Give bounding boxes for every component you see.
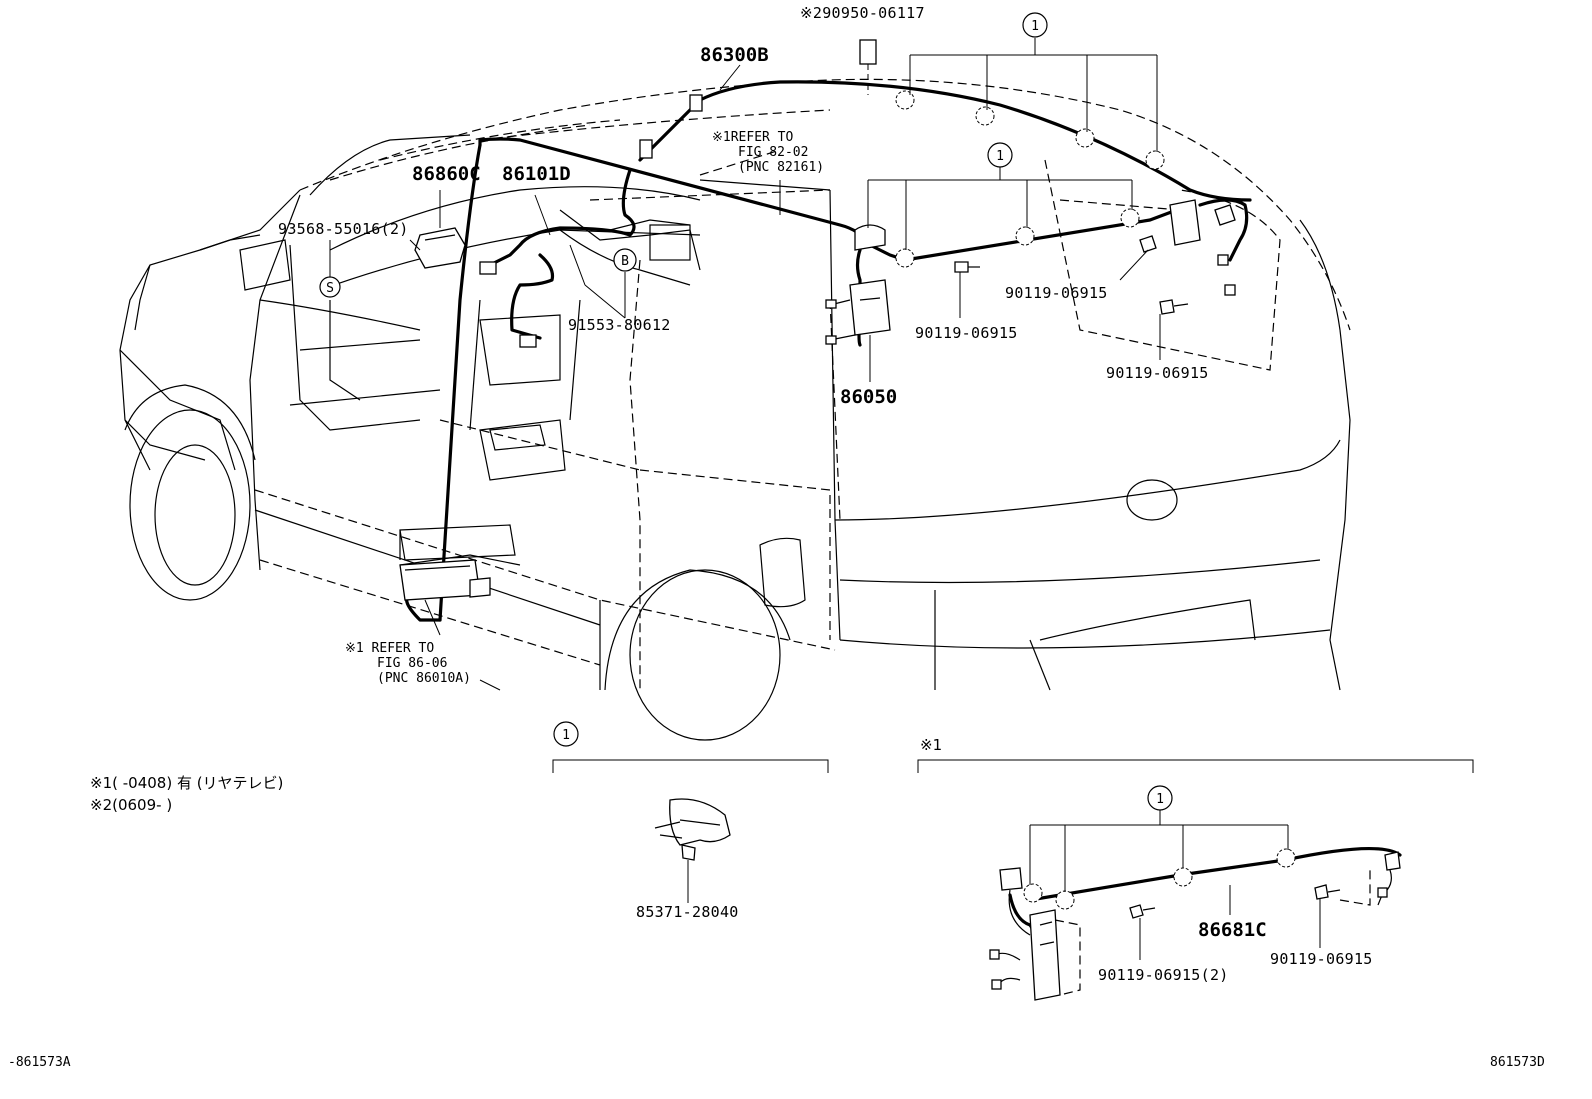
svg-text:1: 1 xyxy=(1031,19,1039,34)
label-90119-06915-a: 90119-06915 xyxy=(915,324,1018,342)
ref-fig86-line2: FIG 86-06 xyxy=(377,656,447,671)
detail-tag: ※1 xyxy=(920,736,942,754)
label-90119-06915-b: 90119-06915 xyxy=(1005,284,1108,302)
wiring-harness xyxy=(405,80,1402,942)
label-90119-06915-d: 90119-06915 xyxy=(1270,950,1373,968)
ref-fig82-line3: (PNC 82161) xyxy=(738,160,824,175)
label-85371-28040: 85371-28040 xyxy=(636,903,739,921)
label-86681c: 86681C xyxy=(1198,919,1267,941)
leader-lines xyxy=(329,38,1474,960)
svg-text:S: S xyxy=(326,281,334,296)
svg-text:1: 1 xyxy=(1156,792,1164,807)
note-2: ※2(0609- ) xyxy=(90,796,172,814)
footer-right-code: 861573D xyxy=(1490,1055,1545,1070)
vehicle-outline xyxy=(119,78,1351,741)
label-90119-06915-c: 90119-06915 xyxy=(1106,364,1209,382)
footer-left-code: -861573A xyxy=(8,1055,71,1070)
label-86300b: 86300B xyxy=(700,44,769,66)
svg-text:1: 1 xyxy=(996,149,1004,164)
note-1: ※1( -0408) 有 (リヤテレビ) xyxy=(90,774,283,792)
svg-text:1: 1 xyxy=(562,728,570,743)
label-86101d: 86101D xyxy=(502,163,571,185)
svg-text:B: B xyxy=(621,254,629,269)
label-90119-06915-2: 90119-06915(2) xyxy=(1098,966,1229,984)
circle-marker-1-detail-b: 1 xyxy=(1147,785,1173,811)
label-91553-80612: 91553-80612 xyxy=(568,316,671,334)
circle-marker-b: B xyxy=(613,248,637,272)
label-290950-06117: ※290950-06117 xyxy=(800,4,925,22)
components xyxy=(399,39,1401,1001)
label-93568-55016: 93568-55016(2) xyxy=(278,220,409,238)
ref-fig82-line1: ※1REFER TO xyxy=(712,130,794,145)
ref-fig86-line1: ※1 REFER TO xyxy=(345,641,434,656)
circle-marker-s: S xyxy=(319,276,341,298)
circle-marker-1-middle: 1 xyxy=(987,142,1013,168)
label-86050: 86050 xyxy=(840,386,897,408)
circle-marker-1-top: 1 xyxy=(1022,12,1048,38)
label-86860c: 86860C xyxy=(412,163,481,185)
ref-fig86-line3: (PNC 86010A) xyxy=(377,671,471,686)
ref-fig82-line2: FIG 82-02 xyxy=(738,145,808,160)
circle-marker-1-detail-a: 1 xyxy=(553,721,579,747)
